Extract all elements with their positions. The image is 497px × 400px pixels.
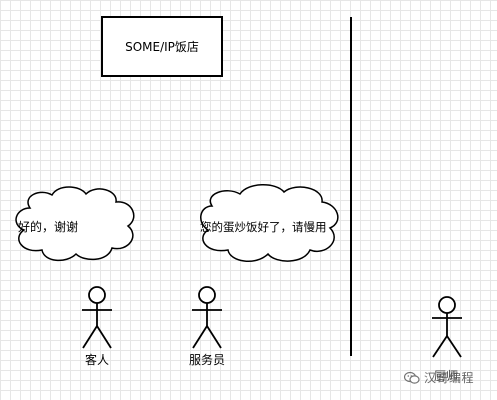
actor-waiter-label: 服务员 [189,353,226,367]
actor-waiter-leg-left [192,325,208,349]
actor-customer-label: 客人 [85,353,110,367]
actor-chef[interactable] [432,296,462,358]
actor-customer-leg-right [96,325,112,349]
speech-bubble-right[interactable] [200,184,339,262]
actor-chef-head [438,296,456,314]
actor-customer-leg-left [82,325,98,349]
actor-waiter[interactable] [192,286,222,349]
wechat-icon [404,371,420,384]
actor-customer-head [88,286,106,304]
actor-chef-leg-left [432,335,448,358]
watermark: 汉哥编程 [404,369,474,386]
title-box-label: SOME/IP饭店 [125,40,199,54]
watermark-text: 汉哥编程 [424,371,475,385]
speech-bubble-left-text: 好的，谢谢 [18,220,79,234]
actor-customer[interactable] [82,286,112,349]
title-box[interactable] [101,16,223,77]
actor-chef-label: 厨师 [434,369,459,383]
actor-chef-leg-right [446,335,462,358]
actor-waiter-head [198,286,216,304]
speech-bubble-right-text: 您的蛋炒饭好了，请慢用 [200,220,327,234]
speech-bubble-left[interactable] [15,186,135,262]
actor-waiter-leg-right [206,325,222,349]
